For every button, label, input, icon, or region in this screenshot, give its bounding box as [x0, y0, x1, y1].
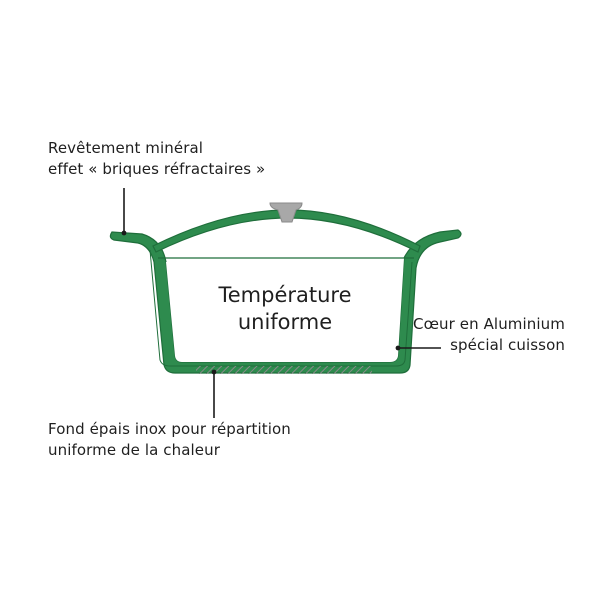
stainless-base-plate	[196, 366, 372, 374]
coating-label-line-1: Revêtement minéral	[48, 139, 204, 157]
lid-knob	[269, 202, 303, 223]
core-leader-dot	[395, 345, 401, 351]
coating-label-line-2: effet « briques réfractaires »	[48, 160, 266, 178]
center-caption-line-1: Température	[218, 283, 352, 307]
core-label-line-1: Cœur en Aluminium	[413, 315, 565, 333]
lid	[152, 209, 421, 253]
pot-interior	[166, 258, 404, 362]
base-label: Fond épais inox pour répartition uniform…	[48, 419, 291, 461]
center-caption: Température uniforme	[185, 282, 385, 336]
coating-label: Revêtement minéral effet « briques réfra…	[48, 138, 265, 180]
center-caption-line-2: uniforme	[237, 310, 333, 334]
base-label-line-1: Fond épais inox pour répartition	[48, 420, 291, 438]
core-label-line-2: spécial cuisson	[450, 336, 565, 354]
base-label-line-2: uniforme de la chaleur	[48, 441, 221, 459]
core-label: Cœur en Aluminium spécial cuisson	[413, 314, 565, 356]
base-leader-dot	[211, 369, 217, 375]
coating-leader-dot	[121, 230, 127, 236]
